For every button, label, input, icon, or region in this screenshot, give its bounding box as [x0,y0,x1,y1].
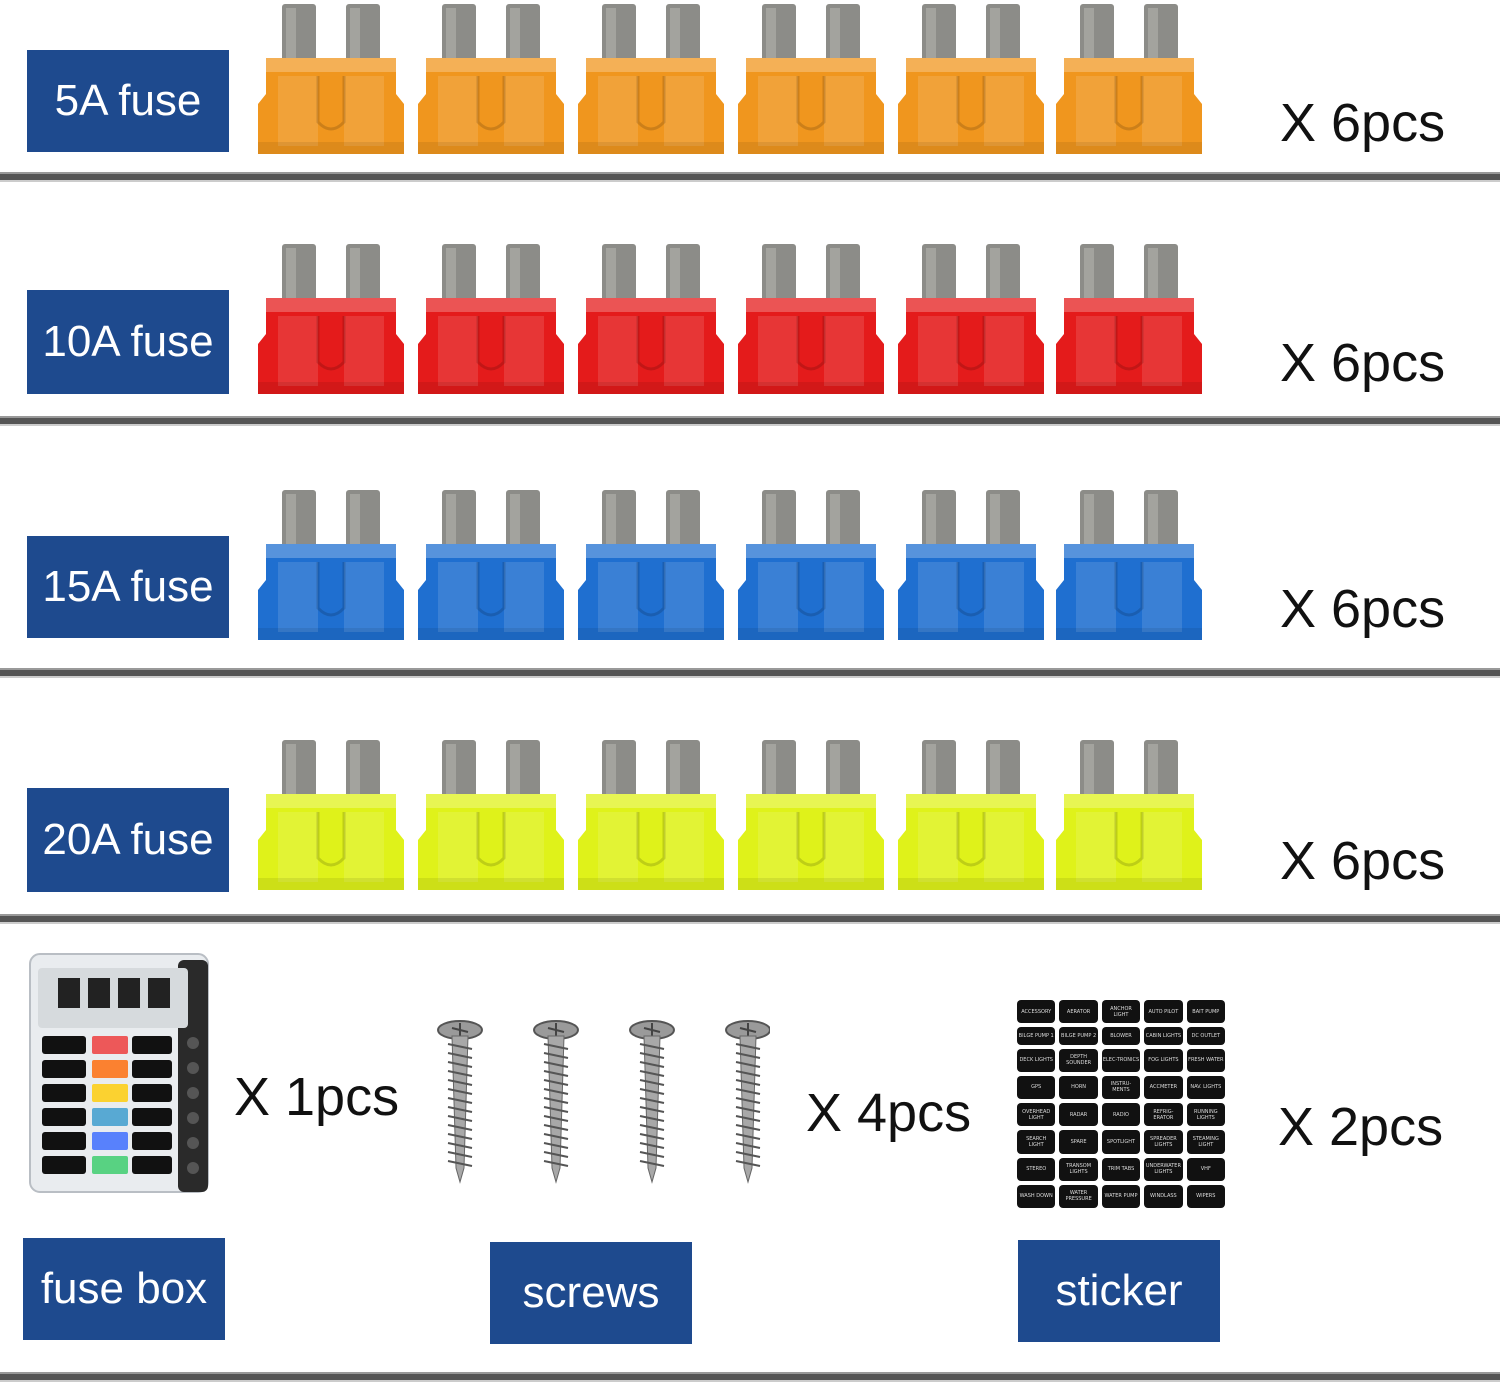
sticker-label-item: WASH DOWN [1017,1184,1056,1208]
fuse-5a-qty: X 6pcs [1280,93,1446,153]
fuse-icon [1056,488,1202,642]
row-divider [0,172,1500,182]
fuse-icon [258,738,404,892]
sticker-label-item: ACCESSORY [1017,1000,1056,1024]
fuse-icon [898,488,1044,642]
row-divider [0,914,1500,924]
fuse-row-20a: 20A fuse X 6pcs [0,676,1500,920]
sticker-label-item: BAIT PUMP [1186,1000,1225,1024]
sticker-label-item: BLOWER [1101,1027,1141,1045]
sticker-label-item: TRANSOM LIGHTS [1059,1157,1098,1181]
sticker-label-item: BILGE PUMP 2 [1059,1027,1098,1045]
fuse-icon [898,242,1044,396]
sticker-label-item: NAV. LIGHTS [1186,1075,1225,1099]
sticker-label-item: RADIO [1101,1103,1141,1127]
fuse-icon [258,242,404,396]
fuse-20a-qty: X 6pcs [1280,831,1446,891]
sticker-label-item: DC OUTLET [1186,1027,1225,1045]
sticker-label-item: ACCMETER [1144,1075,1183,1099]
fuse-icon [1056,738,1202,892]
sticker-label-item: FOG LIGHTS [1144,1048,1183,1072]
fuse-icon [578,242,724,396]
fuse-icon [418,738,564,892]
fuse-10a-label: 10A fuse [27,290,229,394]
fuse-icon [578,738,724,892]
sticker-label-item: STEAMING LIGHT [1186,1130,1225,1154]
sticker-label-item: UNDERWATER LIGHTS [1144,1157,1183,1181]
sticker-label-item: WIPERS [1186,1184,1225,1208]
sticker-label-item: ELEC-TRONICS [1101,1048,1141,1072]
fuse-icon [738,488,884,642]
fuse-10a-qty: X 6pcs [1280,333,1446,393]
fuse-15a-qty: X 6pcs [1280,579,1446,639]
sticker-label-item: VHF [1186,1157,1225,1181]
fuse-icon [418,2,564,156]
fuse-row-5a: 5A fuse X 6pcs [0,0,1500,180]
sticker-label-item: REFRIG-ERATOR [1144,1103,1183,1127]
fuse-box-icon [29,953,209,1193]
sticker-label-item: OVERHEAD LIGHT [1017,1103,1056,1127]
fuse-5a-label: 5A fuse [27,50,229,152]
sticker-label-item: STEREO [1017,1157,1056,1181]
fuse-icon [258,2,404,156]
sticker-label-item: RADAR [1059,1103,1098,1127]
row-divider [0,1372,1500,1382]
sticker-label-item: TRIM TABS [1101,1157,1141,1181]
sticker-label-item: AUTO PILOT [1144,1000,1183,1024]
sticker-label-item: WATER PRESSURE [1059,1184,1098,1208]
row-divider [0,416,1500,426]
sticker-label-item: SPARE [1059,1130,1098,1154]
sticker-label-item: ANCHOR LIGHT [1101,1000,1141,1024]
fuse-row-15a: 15A fuse X 6pcs [0,424,1500,670]
fuse-icon [738,242,884,396]
sticker-label-item: DECK LIGHTS [1017,1048,1056,1072]
fuse-20a-label: 20A fuse [27,788,229,892]
sticker-label-item: GPS [1017,1075,1056,1099]
sticker-qty: X 2pcs [1278,1097,1444,1157]
sticker-label-item: RUNNING LIGHTS [1186,1103,1225,1127]
sticker-label-item: SPOTLIGHT [1101,1130,1141,1154]
fuse-icon [418,242,564,396]
fuse-15a-label: 15A fuse [27,536,229,638]
sticker-label-item: HORN [1059,1075,1098,1099]
fuse-box-qty: X 1pcs [234,1067,400,1127]
sticker-label: sticker [1018,1240,1220,1342]
sticker-label-item: SPREADER LIGHTS [1144,1130,1183,1154]
screws-qty: X 4pcs [806,1083,972,1143]
row-divider [0,668,1500,678]
fuse-icon [418,488,564,642]
fuse-box-label: fuse box [23,1238,225,1340]
sticker-label-item: SEARCH LIGHT [1017,1130,1056,1154]
sticker-label-item: WATER PUMP [1101,1184,1141,1208]
fuse-icon [258,488,404,642]
fuse-icon [578,2,724,156]
sticker-label-item: DEPTH SOUNDER [1059,1048,1098,1072]
sticker-label-item: BILGE PUMP 1 [1017,1027,1056,1045]
sticker-label-item: AERATOR [1059,1000,1098,1024]
screws-label: screws [490,1242,692,1344]
fuse-icon [738,2,884,156]
fuse-row-10a: 10A fuse X 6pcs [0,180,1500,420]
fuse-icon [898,738,1044,892]
sticker-label-item: INSTRU-MENTS [1101,1075,1141,1099]
screw-icon [437,1020,770,1184]
fuse-icon [1056,242,1202,396]
sticker-label-item: WINDLASS [1144,1184,1183,1208]
sticker-label-item: FRESH WATER [1186,1048,1225,1072]
fuse-icon [738,738,884,892]
fuse-icon [578,488,724,642]
fuse-icon [1056,2,1202,156]
fuse-icon [898,2,1044,156]
sticker-label-item: CABIN LIGHTS [1144,1027,1183,1045]
